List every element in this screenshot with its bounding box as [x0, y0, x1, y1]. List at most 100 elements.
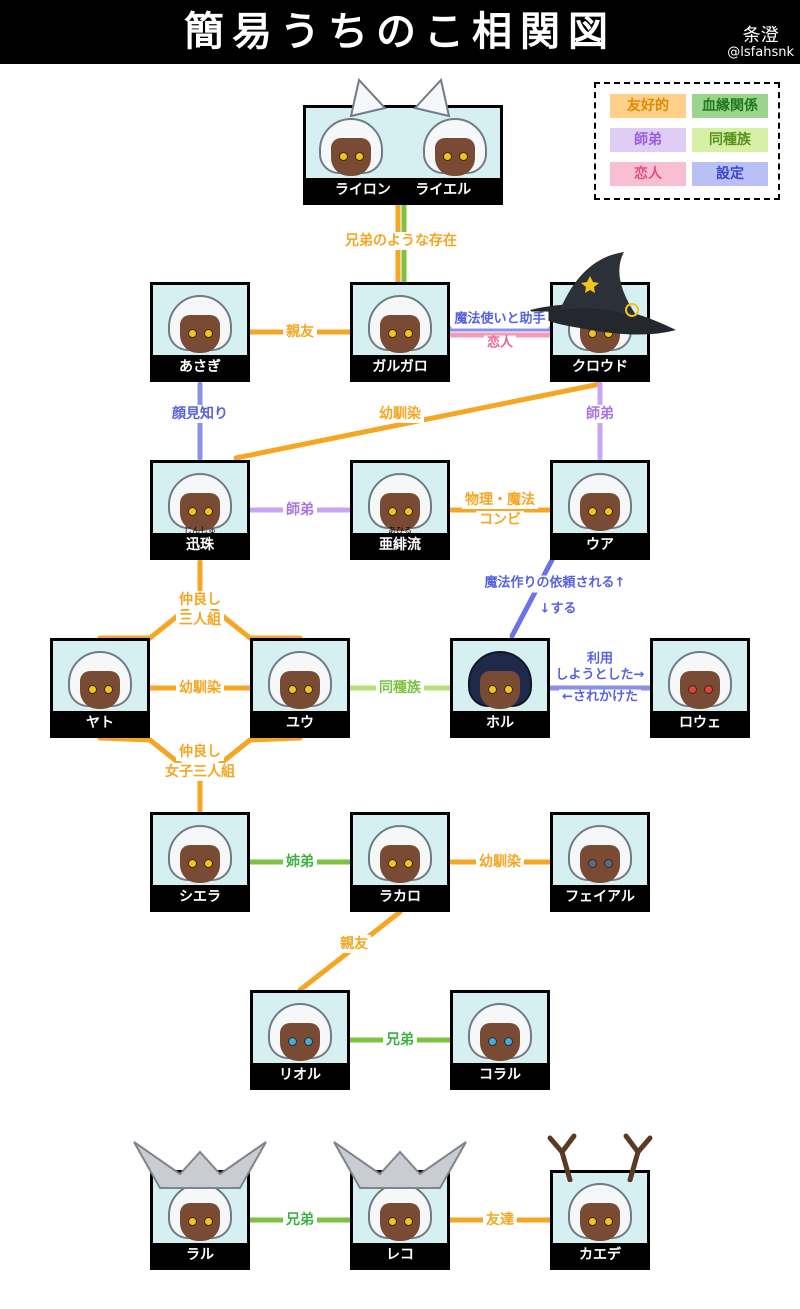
portrait-icon — [568, 1183, 632, 1245]
character-name: ロウェ — [653, 711, 747, 735]
relation-trio-1: 仲良し — [176, 590, 224, 610]
character-name: レコ — [353, 1243, 447, 1267]
relation-horu-rowe-2: しようとした→ — [552, 667, 648, 685]
character-horu: ホル — [450, 638, 550, 738]
relation-raru-reko: 兄弟 — [283, 1210, 317, 1230]
character-ua: ウア — [550, 460, 650, 560]
portrait-icon — [168, 295, 232, 357]
cat-ears-icon — [349, 78, 451, 118]
character-name: フェイアル — [553, 885, 647, 909]
character-jinshu: じんしゅ 迅珠 — [150, 460, 250, 560]
character-raion-raieru: ライロン ライエル — [303, 105, 503, 205]
character-name: ライエル — [415, 182, 472, 198]
relation-girls-trio-2: 女子三人組 — [162, 762, 238, 782]
relation-kuroudo-ua: 師弟 — [583, 404, 617, 424]
portrait-icon — [568, 825, 632, 887]
portrait-icon — [168, 473, 232, 535]
character-name: ウア — [553, 533, 647, 557]
relation-ahiru-ua-1: 物理・魔法 — [462, 490, 538, 510]
author-handle: @lsfahsnk — [727, 44, 794, 60]
portrait-icon — [568, 473, 632, 535]
relation-reko-kaede: 友達 — [483, 1210, 517, 1230]
portrait-icon — [268, 651, 332, 713]
relation-raion-garugaro: 兄弟のような存在 — [342, 231, 460, 251]
crown-icon — [333, 1141, 467, 1189]
character-name: 迅珠 — [153, 533, 247, 557]
character-asagi: あさぎ — [150, 282, 250, 382]
relation-rakaro-rioru: 親友 — [337, 934, 371, 954]
relation-horu-rowe-3: ←されかけた — [559, 689, 641, 707]
relation-ua-horu-1: 魔法作りの依頼される↑ — [481, 575, 629, 593]
crown-icon — [133, 1141, 267, 1189]
portrait-icon — [468, 1003, 532, 1065]
character-name: ユウ — [253, 711, 347, 735]
portrait-icon — [319, 118, 383, 180]
character-name: 亜緋流 — [353, 533, 447, 557]
character-yato: ヤト — [50, 638, 150, 738]
character-koraru: コラル — [450, 990, 550, 1090]
author-name: 条澄 — [742, 25, 779, 46]
antler-icon — [547, 1133, 653, 1182]
relation-asagi-jinshu: 顔見知り — [169, 404, 231, 424]
character-name: クロウド — [553, 355, 647, 379]
relation-rakaro-feiaru: 幼馴染 — [476, 852, 524, 872]
author-signature: 条澄 @lsfahsnk — [727, 26, 794, 60]
portrait-icon — [368, 825, 432, 887]
legend-box: 友好的 血縁関係 師弟 同種族 恋人 設定 — [594, 82, 780, 200]
character-name: リオル — [253, 1063, 347, 1087]
character-name: ラル — [153, 1243, 247, 1267]
relation-rioru-koraru: 兄弟 — [383, 1030, 417, 1050]
line-ua-horu — [509, 557, 555, 639]
legend-friend: 友好的 — [610, 94, 686, 118]
character-name: あさぎ — [153, 355, 247, 379]
relation-garugaro-kuroudo-setting: 魔法使いと助手 — [451, 311, 549, 329]
relation-horu-rowe-1: 利用 — [583, 651, 617, 669]
relation-jinshu-kuroudo: 幼馴染 — [376, 404, 424, 424]
character-name: ホル — [453, 711, 547, 735]
portrait-icon — [468, 651, 532, 713]
relation-jinshu-ahiru: 師弟 — [283, 500, 317, 520]
portrait-icon — [368, 473, 432, 535]
relation-yato-yuu: 幼馴染 — [176, 678, 224, 698]
witch-hat-icon — [530, 252, 676, 335]
portrait-icon — [368, 295, 432, 357]
name-ruby: あひる — [388, 526, 412, 535]
character-name: カエデ — [553, 1243, 647, 1267]
character-raru: ラル — [150, 1170, 250, 1270]
character-name: ガルガロ — [353, 355, 447, 379]
relation-ahiru-ua-2: コンビ — [476, 510, 524, 530]
relation-garugaro-kuroudo-lover: 恋人 — [483, 335, 517, 353]
relation-shiera-rakaro: 姉弟 — [283, 852, 317, 872]
portrait-icon — [423, 118, 487, 180]
character-name: ヤト — [53, 711, 147, 735]
character-yuu: ユウ — [250, 638, 350, 738]
character-name: ラカロ — [353, 885, 447, 909]
character-kaede: カエデ — [550, 1170, 650, 1270]
character-name-pair: ライロン ライエル — [306, 178, 500, 202]
page-title: 簡易うちのこ相関図 — [184, 9, 616, 55]
character-shiera: シエラ — [150, 812, 250, 912]
character-rioru: リオル — [250, 990, 350, 1090]
name-ruby: じんしゅ — [184, 526, 216, 535]
portrait-icon — [168, 1183, 232, 1245]
character-rakaro: ラカロ — [350, 812, 450, 912]
character-name: シエラ — [153, 885, 247, 909]
character-name: ライロン — [334, 182, 391, 198]
character-ahiru: あひる 亜緋流 — [350, 460, 450, 560]
character-rowe: ロウェ — [650, 638, 750, 738]
relation-asagi-garugaro: 親友 — [283, 322, 317, 342]
portrait-icon — [668, 651, 732, 713]
character-garugaro: ガルガロ — [350, 282, 450, 382]
legend-lover: 恋人 — [610, 162, 686, 186]
portrait-icon — [368, 1183, 432, 1245]
portrait-icon — [168, 825, 232, 887]
legend-kin: 同種族 — [692, 128, 768, 152]
character-feiaru: フェイアル — [550, 812, 650, 912]
relation-yuu-horu: 同種族 — [376, 678, 424, 698]
legend-master: 師弟 — [610, 128, 686, 152]
relation-girls-trio-1: 仲良し — [176, 742, 224, 762]
relation-ua-horu-2: ↓する — [536, 601, 580, 619]
portrait-icon — [68, 651, 132, 713]
legend-setting: 設定 — [692, 162, 768, 186]
relation-trio-2: 三人組 — [176, 610, 224, 630]
